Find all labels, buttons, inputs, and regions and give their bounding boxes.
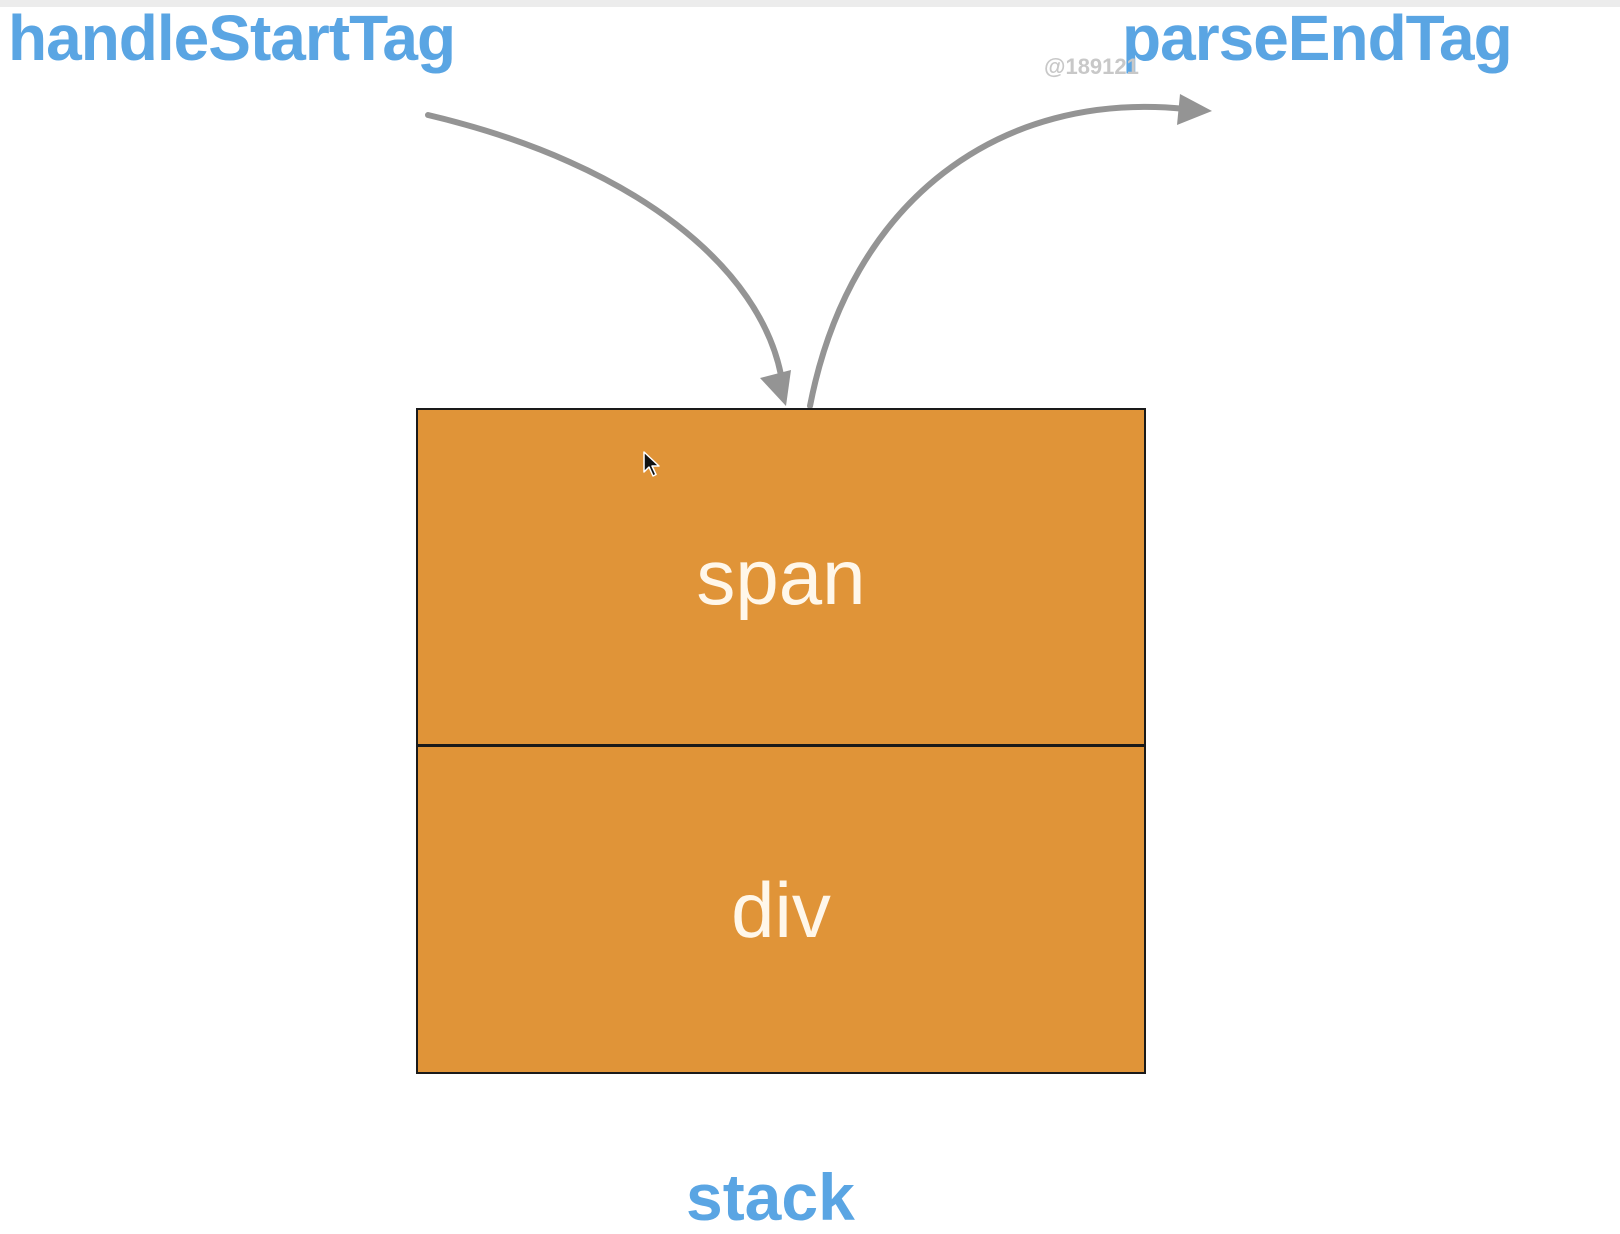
mouse-cursor-icon: [643, 451, 660, 477]
stack-item-label: span: [696, 532, 866, 621]
stack-box: span div: [416, 408, 1146, 1074]
end-tag-label: parseEndTag: [1122, 2, 1513, 74]
stack-item-span: span: [418, 410, 1144, 747]
watermark: @189121: [1044, 54, 1139, 79]
pop-arrowhead-icon: [1177, 94, 1212, 125]
stack-caption: stack: [686, 1160, 855, 1234]
push-arrowhead-icon: [760, 370, 791, 406]
stack-item-div: div: [418, 747, 1144, 1074]
stack-item-label: div: [731, 866, 831, 954]
pop-arrow: [807, 103, 1189, 409]
push-arrow: [425, 112, 784, 378]
start-tag-label: handleStartTag: [8, 2, 456, 74]
top-edge-bar: [0, 0, 1620, 7]
